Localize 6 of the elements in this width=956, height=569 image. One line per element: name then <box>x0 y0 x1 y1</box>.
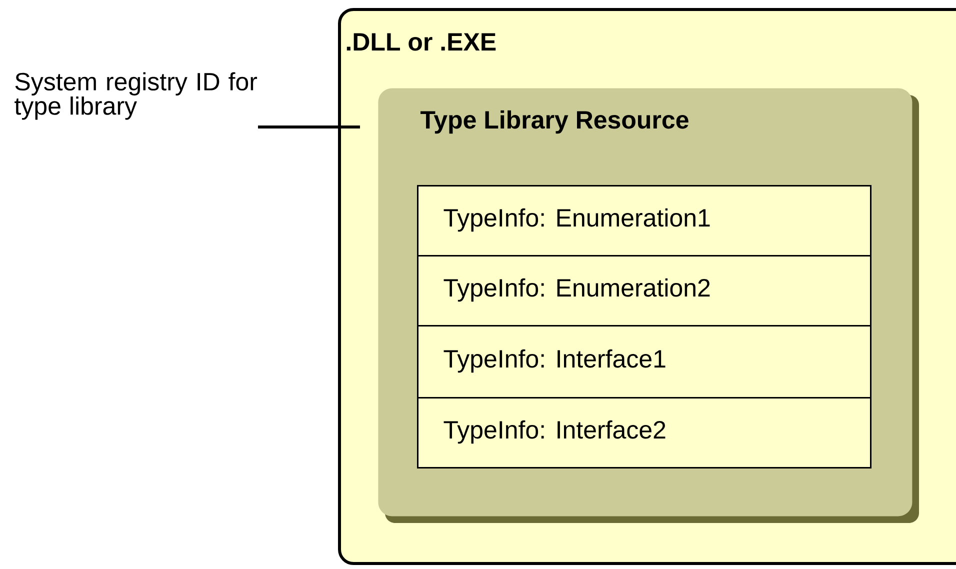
callout-text: System registry ID for type library <box>14 72 258 120</box>
table-row: TypeInfo: Enumeration1 <box>417 185 872 256</box>
table-row: TypeInfo: Interface2 <box>417 397 872 468</box>
table-row: TypeInfo: Enumeration2 <box>417 255 872 326</box>
leader-line <box>258 126 360 128</box>
table-row: TypeInfo: Interface1 <box>417 325 872 398</box>
